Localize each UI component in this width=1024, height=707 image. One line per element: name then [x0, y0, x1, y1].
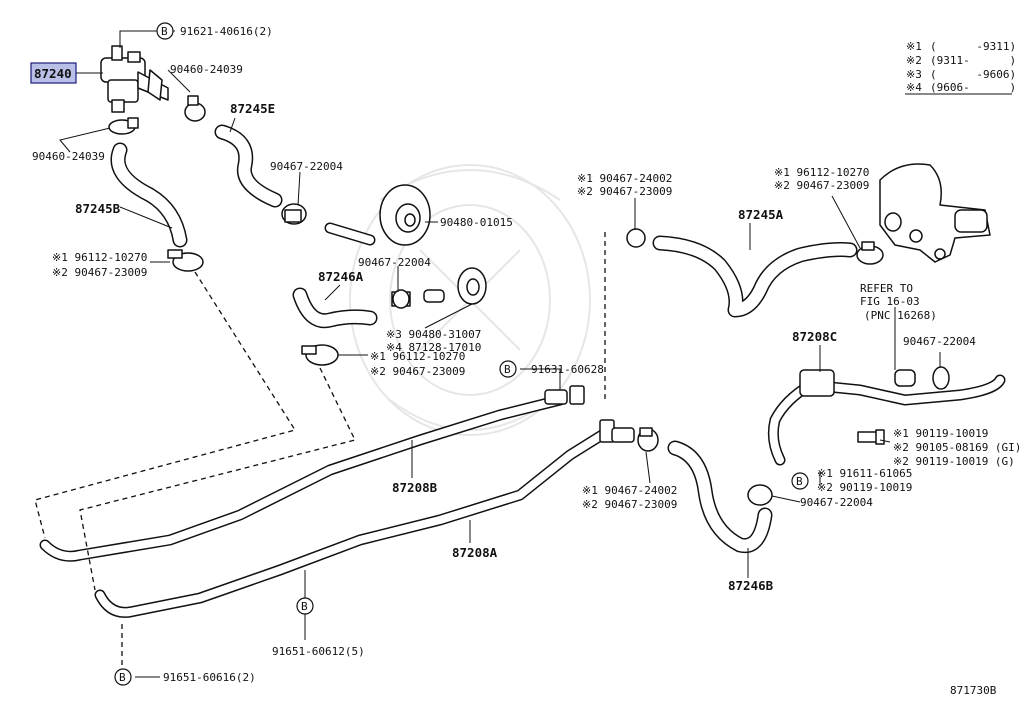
label-96112-b[interactable]: ※1 96112-10270: [370, 350, 465, 363]
clamp-96112-a[interactable]: [167, 249, 204, 272]
label-96112-a[interactable]: ※1 96112-10270: [52, 251, 147, 264]
water-valve-87240[interactable]: [100, 45, 169, 113]
hose-87246b[interactable]: [667, 440, 773, 554]
clamp-90467-22004-a[interactable]: [281, 203, 307, 225]
label-90460-a[interactable]: 90460-24039: [170, 63, 243, 76]
b-mark-4: B: [301, 600, 308, 613]
refer-line-1[interactable]: REFER TO: [860, 282, 913, 295]
hose-87246a[interactable]: [292, 287, 378, 329]
clamp-90467-24002-b[interactable]: [626, 228, 646, 248]
label-91651-60616[interactable]: 91651-60616(2): [163, 671, 256, 684]
hose-87245e[interactable]: [214, 124, 283, 208]
bolt-90119[interactable]: [857, 429, 885, 445]
label-90480-01015[interactable]: 90480-01015: [440, 216, 513, 229]
diagram-id: 871730B: [950, 684, 997, 697]
label-87245b[interactable]: 87245B: [75, 201, 121, 216]
label-90480-31007[interactable]: ※3 90480-31007: [386, 328, 481, 341]
pipe-short-b[interactable]: [423, 289, 445, 303]
clamp-90467-22004-b[interactable]: [391, 289, 411, 309]
pipe-short-a[interactable]: [324, 222, 376, 246]
label-90467-22004-b[interactable]: 90467-22004: [358, 256, 431, 269]
pipe-87208b[interactable]: [39, 385, 585, 562]
clamp-96112-b[interactable]: [301, 344, 339, 366]
b-circle-2: [499, 360, 517, 378]
label-90467-23009-c[interactable]: ※2 90467-23009: [582, 498, 677, 511]
label-87208b[interactable]: 87208B: [392, 480, 438, 495]
part-labels: 87240 B 91621-40616(2) 90460-24039 90460…: [30, 22, 1021, 686]
b-mark-5: B: [119, 671, 126, 684]
b-circle-4: [296, 597, 314, 615]
label-90467-23009-a[interactable]: ※2 90467-23009: [52, 266, 147, 279]
b-mark-2: B: [504, 363, 511, 376]
clamp-96112-c[interactable]: [856, 241, 884, 265]
label-90105-08169[interactable]: ※2 90105-08169 (GI): [893, 441, 1021, 454]
b-circle-5: [114, 668, 132, 686]
label-90467-23009-d[interactable]: ※2 90467-23009: [577, 185, 672, 198]
highlight-87240: [30, 62, 77, 84]
legend-range-2: (9311- ): [930, 54, 1016, 67]
legend-range-3: ( -9606): [930, 68, 1016, 81]
label-87245e[interactable]: 87245E: [230, 101, 275, 116]
refer-line-3[interactable]: (PNC 16268): [864, 309, 937, 322]
label-91651-60612[interactable]: 91651-60612(5): [272, 645, 365, 658]
leader-lines: [59, 30, 941, 678]
clamp-90467-22004-d[interactable]: [747, 484, 773, 506]
clamp-90460-b[interactable]: [108, 117, 139, 135]
b-circle-3: [791, 472, 809, 490]
label-90467-24002-b[interactable]: ※1 90467-24002: [577, 172, 672, 185]
legend-range-4: (9606- ): [930, 81, 1016, 94]
water-outlet-housing: [879, 163, 991, 263]
legend-mark-4: ※4: [906, 81, 922, 94]
label-87240[interactable]: 87240: [34, 66, 72, 81]
legend-mark-1: ※1: [906, 40, 922, 53]
label-91631[interactable]: 91631-60628: [531, 363, 604, 376]
pipe-87208a[interactable]: [94, 419, 635, 618]
label-90119-10019-c[interactable]: ※2 90119-10019: [817, 481, 912, 494]
label-90467-24002-a[interactable]: ※1 90467-24002: [582, 484, 677, 497]
label-90460-b[interactable]: 90460-24039: [32, 150, 105, 163]
dashed-lines: [34, 232, 606, 665]
grommet-90480-01015[interactable]: [379, 184, 431, 246]
label-87246b[interactable]: 87246B: [728, 578, 774, 593]
hose-87245b[interactable]: [110, 142, 188, 248]
pipe-87208c[interactable]: [767, 366, 1006, 466]
legend-mark-3: ※3: [906, 68, 922, 81]
refer-line-2[interactable]: FIG 16-03: [860, 295, 920, 308]
legend-mark-2: ※2: [906, 54, 922, 67]
label-96112-c[interactable]: ※1 96112-10270: [774, 166, 869, 179]
b-circle-1: [156, 22, 174, 40]
label-90467-23009-e[interactable]: ※2 90467-23009: [774, 179, 869, 192]
b-mark-3: B: [796, 475, 803, 488]
label-87208c[interactable]: 87208C: [792, 329, 837, 344]
legend: ※1 ( -9311) ※2 (9311- ) ※3 ( -9606) ※4 (…: [905, 40, 1016, 95]
label-87208a[interactable]: 87208A: [452, 545, 498, 560]
label-90119-10019-b[interactable]: ※2 90119-10019 (G): [893, 455, 1015, 468]
hose-87245a[interactable]: [652, 235, 858, 318]
grommet-90480-31007[interactable]: [457, 267, 487, 305]
label-87245a[interactable]: 87245A: [738, 207, 784, 222]
label-90119-10019-a[interactable]: ※1 90119-10019: [893, 427, 988, 440]
clamp-90467-24002-a[interactable]: [637, 427, 659, 452]
label-90467-22004-a[interactable]: 90467-22004: [270, 160, 343, 173]
label-91621[interactable]: 91621-40616(2): [180, 25, 273, 38]
label-90467-23009-b[interactable]: ※2 90467-23009: [370, 365, 465, 378]
b-mark-1: B: [161, 25, 168, 38]
legend-range-1: ( -9311): [930, 40, 1016, 53]
label-91611[interactable]: ※1 91611-61065: [817, 467, 912, 480]
label-87128-17010[interactable]: ※4 87128-17010: [386, 341, 481, 354]
label-90467-22004-c[interactable]: 90467-22004: [903, 335, 976, 348]
label-90467-22004-d[interactable]: 90467-22004: [800, 496, 873, 509]
label-87246a[interactable]: 87246A: [318, 269, 364, 284]
clamp-90460-a[interactable]: [184, 95, 206, 122]
